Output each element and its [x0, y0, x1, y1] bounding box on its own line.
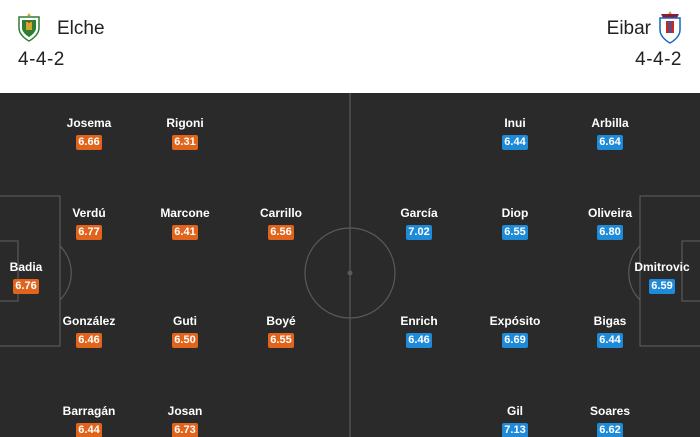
away-player[interactable]: Dmitrovic 6.59	[622, 260, 700, 294]
player-rating: 6.31	[172, 135, 198, 150]
player-rating: 7.13	[502, 423, 528, 437]
player-rating: 6.46	[76, 333, 102, 348]
player-rating: 7.02	[406, 225, 432, 240]
home-player[interactable]: Carrillo 6.56	[241, 206, 321, 240]
player-name: Inui	[504, 116, 526, 130]
player-rating: 6.69	[502, 333, 528, 348]
center-spot	[347, 270, 353, 276]
player-rating: 6.41	[172, 225, 198, 240]
player-rating: 6.55	[502, 225, 528, 240]
home-player[interactable]: Boyé 6.55	[241, 314, 321, 348]
away-player[interactable]: Enrich 6.46	[379, 314, 459, 348]
away-player[interactable]: Arbilla 6.64	[570, 116, 650, 150]
home-player[interactable]: Marcone 6.41	[145, 206, 225, 240]
player-name: Boyé	[266, 314, 296, 328]
player-rating: 6.77	[76, 225, 102, 240]
home-player[interactable]: Verdú 6.77	[49, 206, 129, 240]
player-name: Badia	[9, 260, 43, 274]
player-name: Marcone	[160, 206, 210, 220]
player-name: Enrich	[400, 314, 438, 328]
player-name: Gil	[506, 404, 523, 418]
away-player[interactable]: Expósito 6.69	[475, 314, 555, 348]
home-player[interactable]: Josan 6.73	[145, 404, 225, 437]
home-player[interactable]: Barragán 6.44	[49, 404, 129, 437]
home-team-name: Elche	[57, 18, 105, 39]
player-rating: 6.44	[502, 135, 528, 150]
away-player[interactable]: Inui 6.44	[475, 116, 555, 150]
player-name: Dmitrovic	[634, 260, 690, 274]
player-rating: 6.46	[406, 333, 432, 348]
player-name: Diop	[501, 206, 529, 220]
player-name: Guti	[173, 314, 197, 328]
away-penalty-box	[639, 195, 700, 347]
player-name: Verdú	[72, 206, 106, 220]
player-name: González	[62, 314, 116, 328]
player-name: García	[400, 206, 438, 220]
player-name: Bigas	[593, 314, 627, 328]
player-name: Josan	[167, 404, 203, 418]
player-name: Arbilla	[591, 116, 629, 130]
player-name: Barragán	[62, 404, 116, 418]
away-team-name: Eibar	[606, 18, 651, 39]
away-goal-box	[681, 240, 700, 302]
player-rating: 6.44	[76, 423, 102, 437]
away-player[interactable]: García 7.02	[379, 206, 459, 240]
player-name: Oliveira	[587, 206, 633, 220]
away-player[interactable]: Diop 6.55	[475, 206, 555, 240]
player-rating: 6.56	[268, 225, 294, 240]
player-name: Josema	[66, 116, 112, 130]
home-goal-box	[0, 240, 19, 302]
player-rating: 6.73	[172, 423, 198, 437]
player-rating: 6.50	[172, 333, 198, 348]
away-player[interactable]: Bigas 6.44	[570, 314, 650, 348]
player-rating: 6.80	[597, 225, 623, 240]
home-player[interactable]: Josema 6.66	[49, 116, 129, 150]
eibar-crest-icon[interactable]	[657, 10, 683, 44]
away-player[interactable]: Soares 6.62	[570, 404, 650, 437]
pitch: Josema 6.66 Rigoni 6.31 Verdú 6.77 Marco…	[0, 93, 700, 437]
home-penalty-box	[0, 195, 61, 347]
home-formation: 4-4-2	[18, 49, 65, 70]
player-rating: 6.66	[76, 135, 102, 150]
away-player[interactable]: Oliveira 6.80	[570, 206, 650, 240]
pitch-lines	[0, 93, 700, 437]
elche-crest-icon[interactable]	[17, 12, 41, 42]
player-name: Carrillo	[259, 206, 302, 220]
home-player[interactable]: Guti 6.50	[145, 314, 225, 348]
player-rating: 6.62	[597, 423, 623, 437]
player-name: Soares	[589, 404, 631, 418]
player-rating: 6.76	[13, 279, 39, 294]
player-rating: 6.64	[597, 135, 623, 150]
home-player[interactable]: Rigoni 6.31	[145, 116, 225, 150]
player-name: Rigoni	[166, 116, 204, 130]
player-name: Expósito	[489, 314, 541, 328]
away-penalty-arc	[628, 245, 641, 301]
home-penalty-arc	[59, 245, 72, 301]
player-rating: 6.59	[649, 279, 675, 294]
player-rating: 6.55	[268, 333, 294, 348]
match-header: Elche 4-4-2 Eibar 4-4-2	[0, 0, 700, 93]
player-rating: 6.44	[597, 333, 623, 348]
away-player[interactable]: Gil 7.13	[475, 404, 555, 437]
home-player[interactable]: Badia 6.76	[0, 260, 66, 294]
home-player[interactable]: González 6.46	[49, 314, 129, 348]
center-circle	[304, 227, 396, 319]
away-formation: 4-4-2	[635, 49, 682, 70]
